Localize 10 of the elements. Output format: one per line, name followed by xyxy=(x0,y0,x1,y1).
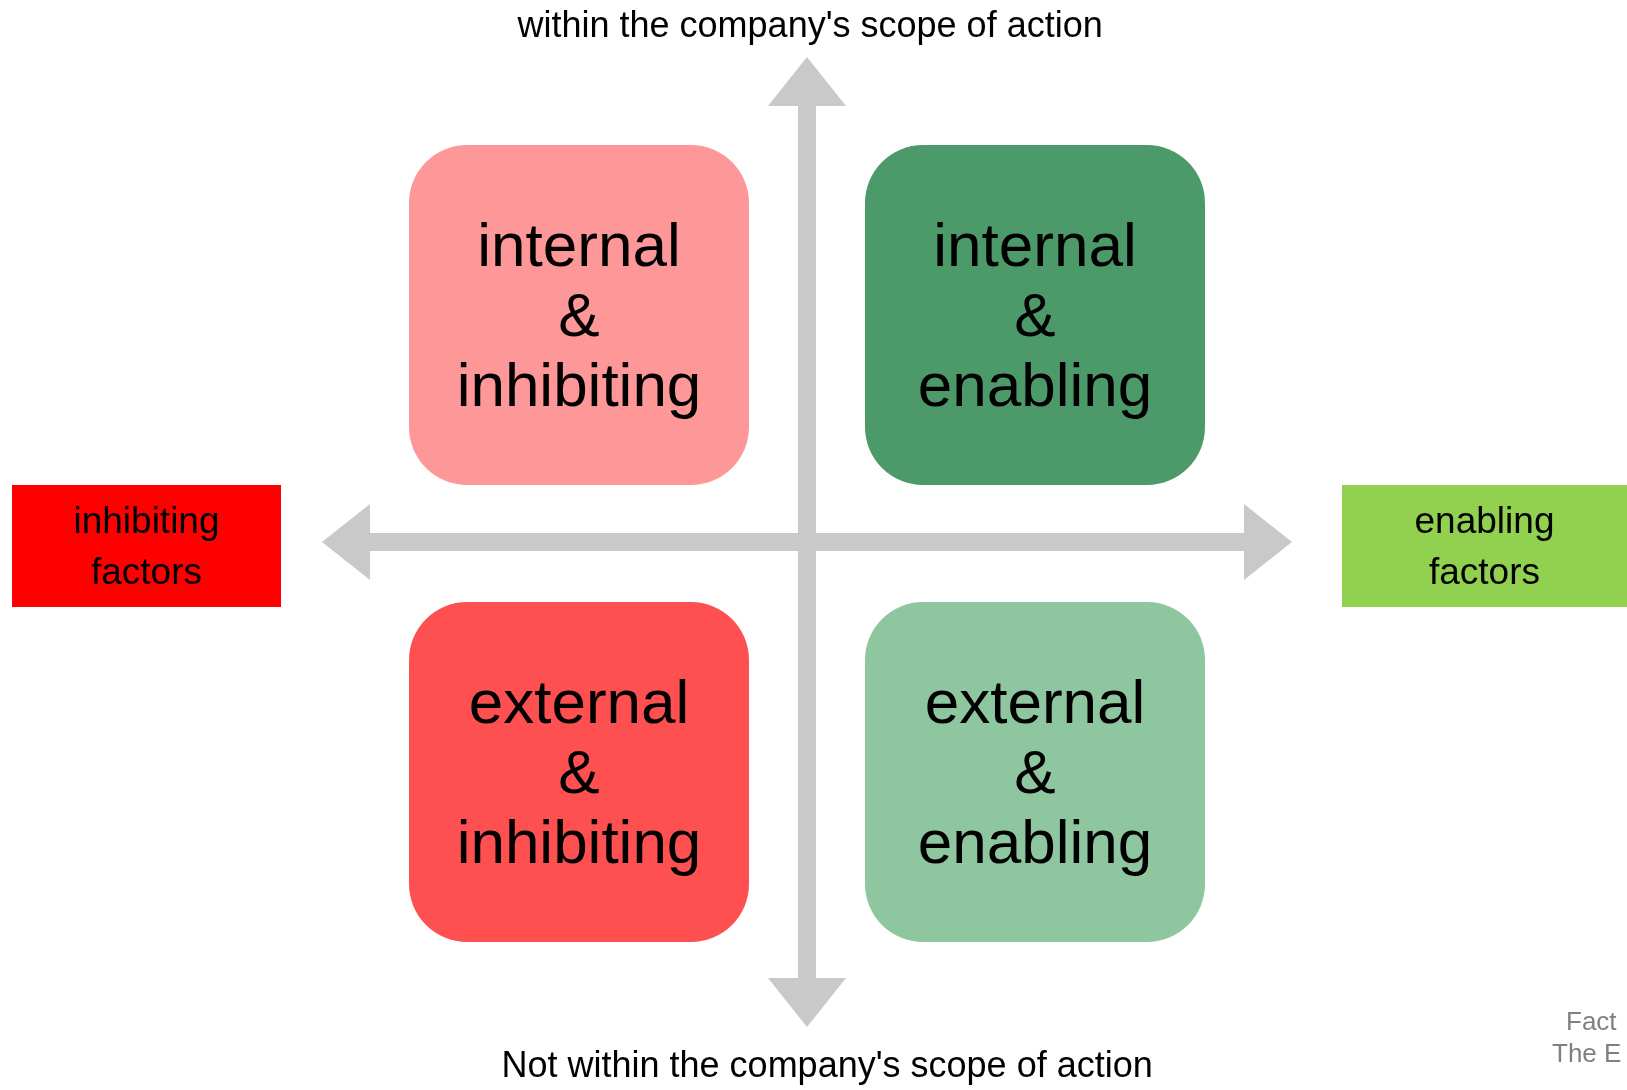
axis-end-box: enabling factors xyxy=(1342,485,1627,607)
quadrant-box: internal & inhibiting xyxy=(409,145,749,485)
axis-label: Not within the company's scope of action xyxy=(501,1044,1153,1086)
quadrant-box: internal & enabling xyxy=(865,145,1205,485)
quadrant-box: external & enabling xyxy=(865,602,1205,942)
axis-end-box: inhibiting factors xyxy=(12,485,281,607)
axis-label: within the company's scope of action xyxy=(517,4,1103,46)
source-note: The E xyxy=(1552,1038,1622,1069)
quadrant-box: external & inhibiting xyxy=(409,602,749,942)
source-note: Fact xyxy=(1566,1006,1617,1037)
